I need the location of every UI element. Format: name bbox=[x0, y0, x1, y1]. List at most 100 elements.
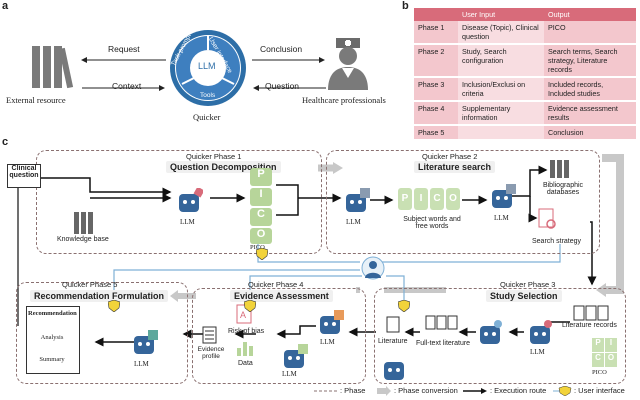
quicker-label: Quicker bbox=[193, 112, 221, 122]
phase2-llm-label: LLM bbox=[346, 218, 361, 226]
literature-records-label: Literature records bbox=[562, 322, 617, 329]
knowledge-base-icon bbox=[74, 212, 93, 234]
quicker-llm-label: LLM bbox=[198, 61, 216, 71]
phase4-llm-label: LLM bbox=[282, 370, 297, 378]
data-chart-icon bbox=[237, 342, 253, 356]
row-output: Evidence assessment results bbox=[544, 101, 636, 126]
row-input bbox=[458, 125, 544, 141]
llm-robot-icon bbox=[346, 188, 370, 212]
phase3-pico-o: O bbox=[605, 353, 617, 367]
analysis-label: Analysis bbox=[40, 334, 64, 341]
row-output: Included records, Included studies bbox=[544, 77, 636, 102]
phase5-box bbox=[16, 282, 188, 384]
phase3-pico-i: I bbox=[605, 338, 617, 352]
summary-label: Summary bbox=[39, 356, 65, 363]
conclusion-label: Conclusion bbox=[260, 44, 303, 54]
row-phase: Phase 4 bbox=[414, 101, 458, 126]
phase4-sub: Quicker Phase 4 bbox=[248, 280, 304, 289]
table-row: Phase 3 Inclusion/Exclusi on criteria In… bbox=[414, 77, 636, 102]
pico-word-i: I bbox=[414, 188, 428, 210]
row-phase: Phase 2 bbox=[414, 44, 458, 78]
row-input: Disease (Topic), Clinical question bbox=[458, 21, 544, 45]
table-row: Phase 5 Conclusion bbox=[414, 125, 636, 141]
knowledge-base-label: Knowledge base bbox=[57, 236, 109, 243]
phase3-llm-label: LLM bbox=[530, 348, 545, 356]
llm-robot-icon bbox=[284, 344, 308, 368]
context-label: Context bbox=[112, 81, 142, 91]
literature-records-icon bbox=[573, 305, 609, 321]
row-output: Search terms, Search strategy, Literatur… bbox=[544, 44, 636, 78]
phase3-pico-c: C bbox=[592, 353, 604, 367]
subject-words-label: Subject words and free words bbox=[403, 216, 461, 230]
legend-route-swatch bbox=[463, 388, 487, 394]
panel-a-letter: a bbox=[2, 0, 9, 12]
doctor-ui-icon bbox=[361, 256, 385, 280]
phase1-pico-label: PICO bbox=[250, 244, 265, 251]
phase1-llm-label: LLM bbox=[180, 218, 195, 226]
recommendation-label: Recommendation bbox=[28, 310, 77, 317]
literature-icon bbox=[386, 316, 400, 333]
user-interface-shield-icon bbox=[256, 248, 268, 260]
pico-word-p: P bbox=[398, 188, 412, 210]
bookshelf-icon bbox=[32, 46, 74, 89]
user-interface-shield-icon bbox=[244, 300, 256, 312]
pico-letter-p: P bbox=[250, 168, 272, 186]
search-strategy-icon bbox=[538, 208, 556, 229]
healthcare-professionals-label: Healthcare professionals bbox=[302, 95, 386, 105]
table-row: Phase 2 Study, Search configuration Sear… bbox=[414, 44, 636, 78]
io-header-phase bbox=[414, 8, 458, 21]
svg-text:A: A bbox=[240, 310, 246, 320]
request-label: Request bbox=[108, 44, 140, 54]
data-label: Data bbox=[238, 360, 253, 367]
panel-a-right-arrows bbox=[252, 57, 326, 91]
pico-letter-o: O bbox=[250, 228, 272, 244]
llm-robot-icon bbox=[480, 320, 502, 344]
user-interface-shield-icon bbox=[108, 300, 120, 312]
row-output: Conclusion bbox=[544, 125, 636, 141]
phase5-sub: Quicker Phase 5 bbox=[62, 280, 118, 289]
pico-letter-i: I bbox=[250, 188, 272, 206]
evidence-profile-label: Evidence profile bbox=[197, 346, 225, 360]
phase5-llm-label: LLM bbox=[134, 360, 149, 368]
panel-a-left-arrows bbox=[81, 57, 166, 91]
llm-robot-icon bbox=[530, 320, 552, 344]
literature-label: Literature bbox=[378, 338, 408, 345]
phase3-pico-p: P bbox=[592, 338, 604, 352]
legend-conversion-swatch bbox=[377, 386, 391, 396]
phase1-box bbox=[36, 150, 322, 254]
phase3-title: Study Selection bbox=[486, 290, 562, 302]
io-header-input: User Input bbox=[458, 8, 544, 21]
phase2-llm2-label: LLM bbox=[494, 214, 509, 222]
phase2-title: Literature search bbox=[414, 161, 496, 173]
io-header-output: Output bbox=[544, 8, 636, 21]
phase5-title: Recommendation Formulation bbox=[30, 290, 169, 302]
phase2-box bbox=[326, 150, 600, 254]
legend-phase-swatch bbox=[314, 390, 338, 392]
phase3-sub: Quicker Phase 3 bbox=[500, 280, 556, 289]
question-label: Question bbox=[265, 81, 300, 91]
bibliographic-databases-label: Bibliographic databases bbox=[542, 182, 584, 196]
external-resource-label: External resource bbox=[6, 95, 66, 105]
phase4-box bbox=[192, 288, 366, 384]
pico-word-o: O bbox=[446, 188, 460, 210]
row-input: Study, Search configuration bbox=[458, 44, 544, 78]
llm-robot-icon bbox=[384, 362, 404, 380]
bibliographic-databases-icon bbox=[550, 160, 569, 178]
legend-execution-route: : Execution route bbox=[490, 386, 547, 395]
row-input: Supplementary information bbox=[458, 101, 544, 126]
search-strategy-label: Search strategy bbox=[532, 238, 582, 245]
llm-robot-icon bbox=[179, 188, 203, 212]
doctor-icon bbox=[328, 38, 368, 90]
legend-user-interface: : User interface bbox=[574, 386, 625, 395]
clinical-question-box: Clinical question bbox=[7, 164, 41, 188]
evidence-profile-icon bbox=[202, 326, 217, 344]
phase2-sub: Quicker Phase 2 bbox=[422, 152, 478, 161]
row-phase: Phase 5 bbox=[414, 125, 458, 141]
phase1-sub: Quicker Phase 1 bbox=[186, 152, 242, 161]
phase3-box bbox=[374, 288, 626, 384]
full-text-literature-label: Full-text literature bbox=[416, 340, 471, 347]
legend-ui-swatch bbox=[553, 386, 572, 396]
legend-phase: : Phase bbox=[340, 386, 366, 395]
phase4-title: Evidence Assessment bbox=[230, 290, 333, 302]
llm-robot-icon bbox=[492, 184, 516, 208]
